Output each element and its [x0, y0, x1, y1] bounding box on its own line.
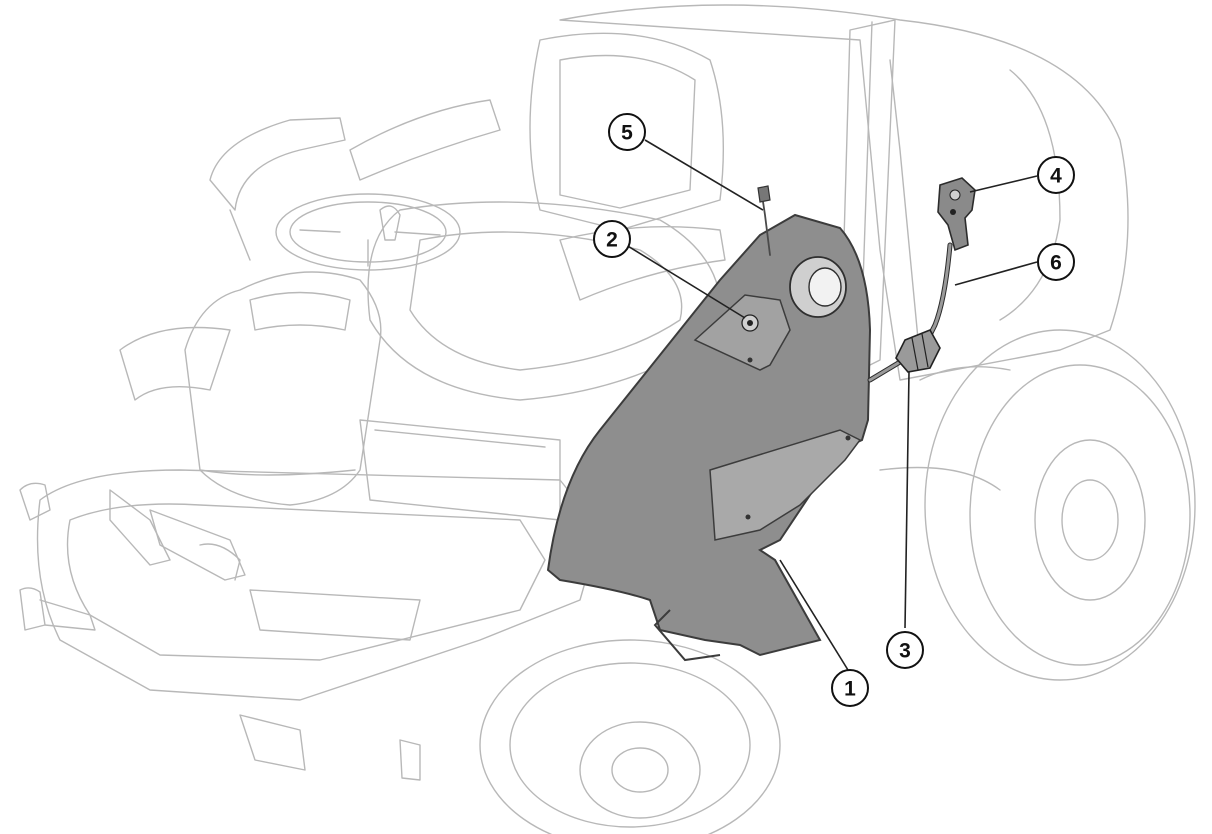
callout-1: 1: [831, 669, 869, 707]
svg-text:4: 4: [1050, 165, 1062, 188]
fuel-hose: [867, 242, 953, 383]
fuel-filter: [895, 328, 941, 373]
svg-text:1: 1: [844, 678, 856, 701]
leader-lines: [617, 139, 1038, 671]
fuel-pump: [937, 177, 976, 252]
svg-text:2: 2: [606, 229, 618, 252]
svg-text:5: 5: [621, 122, 633, 145]
leader-line-1: [779, 559, 849, 671]
leader-line-4: [969, 175, 1038, 193]
callout-4: 4: [1037, 156, 1075, 194]
svg-text:3: 3: [899, 640, 911, 663]
svg-text:6: 6: [1050, 252, 1062, 275]
leader-line-6: [954, 261, 1038, 286]
mower-body-outline: [19, 4, 1196, 834]
leader-line-2: [617, 239, 746, 319]
callout-6: 6: [1037, 243, 1075, 281]
leader-line-5: [644, 139, 764, 211]
leader-line-3: [904, 371, 910, 629]
breather-hose: [757, 185, 771, 256]
callout-2: 2: [593, 220, 631, 258]
fuel-tank: [546, 213, 872, 662]
callout-5: 5: [608, 113, 646, 151]
callout-3: 3: [886, 631, 924, 669]
